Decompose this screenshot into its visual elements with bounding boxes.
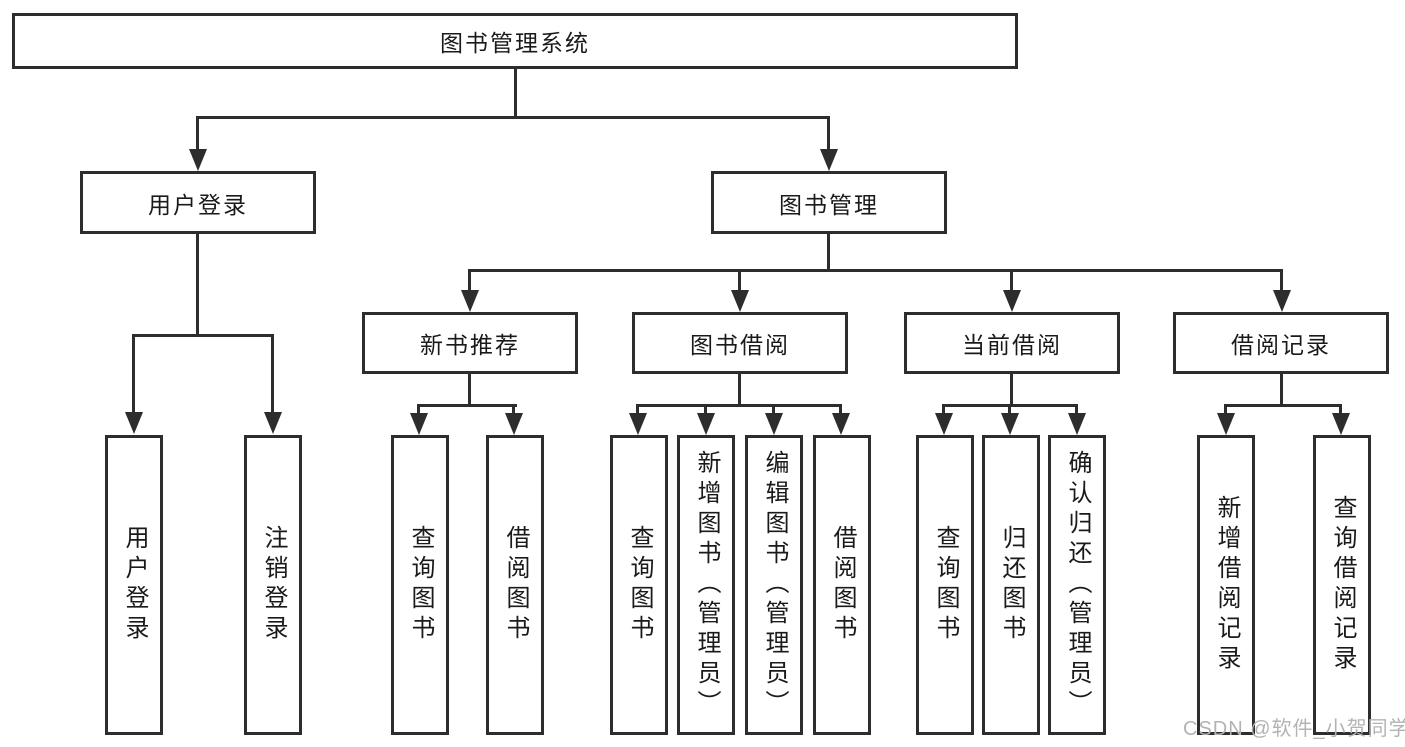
- leaf-logout: 注销登录: [244, 435, 302, 735]
- arrow-down-icon: [1003, 290, 1021, 312]
- csdn-watermark: CSDN @软件_小贺同学: [1183, 718, 1405, 740]
- leaf-recommend-borrow-books: 借阅图书: [486, 435, 544, 735]
- node-book-borrow-label: 图书借阅: [690, 332, 790, 358]
- connector-leaf-drop: [704, 404, 707, 415]
- node-root: 图书管理系统: [12, 13, 1018, 69]
- connector-user-login-drop: [196, 116, 199, 152]
- connector-borrow-drop: [738, 269, 741, 292]
- arrow-down-icon: [820, 149, 838, 171]
- connector-current-stem: [1010, 374, 1013, 407]
- leaf-label: 确认归还（管理员）: [1064, 450, 1091, 720]
- leaf-borrow-borrow-books: 借阅图书: [813, 435, 871, 735]
- leaf-recommend-query-books: 查询图书: [391, 435, 449, 735]
- node-root-label: 图书管理系统: [440, 30, 590, 56]
- connector-leaf-drop: [1075, 404, 1078, 415]
- leaf-label: 用户登录: [121, 525, 148, 645]
- arrow-down-icon: [1068, 413, 1086, 435]
- leaf-borrow-query-books: 查询图书: [610, 435, 668, 735]
- arrow-down-icon: [264, 412, 282, 434]
- connector-book-mgmt-drop: [827, 116, 830, 152]
- arrow-down-icon: [125, 412, 143, 434]
- node-book-management: 图书管理: [711, 171, 947, 234]
- node-user-login: 用户登录: [80, 171, 316, 234]
- connector-user-login-bus: [132, 334, 274, 337]
- leaf-records-add-record: 新增借阅记录: [1197, 435, 1255, 735]
- node-user-login-label: 用户登录: [148, 191, 248, 218]
- connector-root-stem: [514, 69, 517, 118]
- connector-book-mgmt-stem: [827, 234, 830, 272]
- arrow-down-icon: [1001, 413, 1019, 435]
- arrow-down-icon: [505, 413, 523, 435]
- leaf-records-query-record: 查询借阅记录: [1313, 435, 1371, 735]
- leaf-current-return-books: 归还图书: [982, 435, 1040, 735]
- connector-user-login-stem: [196, 234, 199, 337]
- connector-leaf-drop: [512, 404, 515, 415]
- connector-records-stem: [1280, 374, 1283, 407]
- connector-leaf-drop: [1339, 404, 1342, 415]
- arrow-down-icon: [461, 290, 479, 312]
- arrow-down-icon: [410, 413, 428, 435]
- connector-login-drop: [132, 334, 135, 413]
- node-new-book-recommend: 新书推荐: [362, 312, 578, 374]
- arrow-down-icon: [629, 413, 647, 435]
- arrow-down-icon: [731, 290, 749, 312]
- arrow-down-icon: [1332, 413, 1350, 435]
- node-borrow-records-label: 借阅记录: [1231, 332, 1331, 358]
- connector-recommend-stem: [468, 374, 471, 407]
- connector-leaf-drop: [942, 404, 945, 415]
- connector-records-bus: [1224, 404, 1342, 407]
- connector-recommend-bus: [417, 404, 517, 407]
- arrow-down-icon: [1273, 290, 1291, 312]
- node-borrow-records: 借阅记录: [1173, 312, 1389, 374]
- connector-leaf-drop: [772, 404, 775, 415]
- connector-records-drop: [1280, 269, 1283, 292]
- arrow-down-icon: [765, 413, 783, 435]
- connector-leaf-drop: [417, 404, 420, 415]
- leaf-label: 查询图书: [932, 525, 959, 645]
- node-current-borrow: 当前借阅: [904, 312, 1120, 374]
- node-book-borrow: 图书借阅: [632, 312, 848, 374]
- leaf-label: 新增借阅记录: [1213, 495, 1240, 675]
- leaf-label: 借阅图书: [829, 525, 856, 645]
- leaf-label: 注销登录: [260, 525, 287, 645]
- leaf-label: 新增图书（管理员）: [693, 450, 720, 720]
- leaf-label: 查询借阅记录: [1329, 495, 1356, 675]
- connector-level2-bus: [196, 116, 830, 119]
- arrow-down-icon: [935, 413, 953, 435]
- leaf-current-confirm-return-admin: 确认归还（管理员）: [1048, 435, 1106, 735]
- connector-leaf-drop: [636, 404, 639, 415]
- node-new-book-recommend-label: 新书推荐: [420, 332, 520, 358]
- leaf-label: 借阅图书: [502, 525, 529, 645]
- connector-current-drop: [1010, 269, 1013, 292]
- arrow-down-icon: [832, 413, 850, 435]
- leaf-borrow-edit-books-admin: 编辑图书（管理员）: [745, 435, 803, 735]
- connector-leaf-drop: [839, 404, 842, 415]
- connector-recommend-drop: [468, 269, 471, 292]
- connector-leaf-drop: [1224, 404, 1227, 415]
- leaf-label: 归还图书: [998, 525, 1025, 645]
- arrow-down-icon: [1217, 413, 1235, 435]
- node-book-management-label: 图书管理: [779, 191, 879, 218]
- node-current-borrow-label: 当前借阅: [962, 332, 1062, 358]
- connector-level3-bus: [468, 269, 1283, 272]
- leaf-label: 查询图书: [407, 525, 434, 645]
- leaf-borrow-add-books-admin: 新增图书（管理员）: [677, 435, 735, 735]
- leaf-label: 查询图书: [626, 525, 653, 645]
- leaf-user-login: 用户登录: [105, 435, 163, 735]
- leaf-label: 编辑图书（管理员）: [761, 450, 788, 720]
- connector-borrow-stem: [738, 374, 741, 407]
- leaf-current-query-books: 查询图书: [916, 435, 974, 735]
- connector-leaf-drop: [1008, 404, 1011, 415]
- arrow-down-icon: [697, 413, 715, 435]
- connector-logout-drop: [271, 334, 274, 413]
- arrow-down-icon: [189, 149, 207, 171]
- connector-borrow-bus: [636, 404, 842, 407]
